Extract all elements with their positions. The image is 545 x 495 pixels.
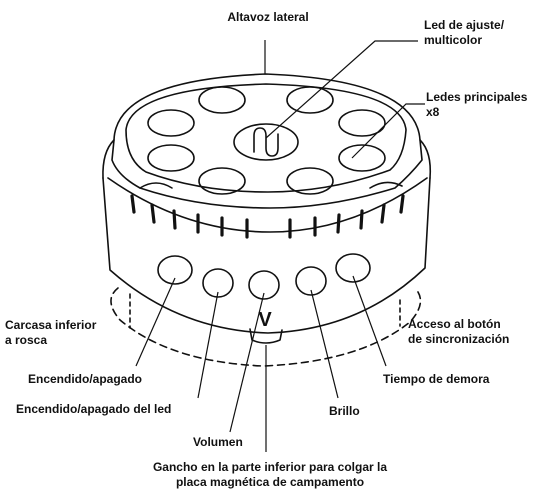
leader-main-leds <box>351 103 425 159</box>
label-sync-button-line2: de sincronización <box>408 332 510 346</box>
main-led <box>198 167 246 195</box>
label-sync-button: Acceso al botón de sincronización <box>408 317 509 347</box>
label-adjust-led-line1: Led de ajuste/ <box>424 18 505 32</box>
label-threaded-case-line1: Carcasa inferior <box>5 318 97 332</box>
label-hook-line2: placa magnética de campamento <box>175 475 365 489</box>
main-led <box>338 144 386 172</box>
top-crown-inner <box>125 83 407 193</box>
leader-power <box>135 277 176 367</box>
label-adjust-led: Led de ajuste/ multicolor <box>424 18 504 48</box>
label-side-speaker: Altavoz lateral <box>227 10 309 24</box>
leader-volume <box>229 292 265 433</box>
main-led <box>198 86 246 114</box>
leader-adjust-led <box>265 40 418 139</box>
adjust-led-symbol <box>253 127 279 157</box>
main-led <box>286 167 334 195</box>
leader-led-power <box>197 291 219 399</box>
main-led <box>147 144 195 172</box>
ventilation-ribs <box>130 194 405 239</box>
label-main-leds-line1: Ledes principales <box>426 90 528 104</box>
volume-button[interactable] <box>248 270 280 300</box>
label-hook-line1: Gancho en la parte inferior para colgar … <box>152 460 388 474</box>
label-main-leds: Ledes principales x8 <box>426 90 527 120</box>
front-mark: V <box>258 309 272 331</box>
label-volume: Volumen <box>193 435 243 449</box>
power-button[interactable] <box>157 255 193 285</box>
label-main-leds-line2: x8 <box>426 105 440 119</box>
label-led-power: Encendido/apagado del led <box>16 402 172 416</box>
body-band <box>102 177 431 334</box>
leader-brightness <box>310 289 339 399</box>
shoulder-inner-line <box>107 177 428 233</box>
adjust-led <box>233 123 299 161</box>
leader-delay <box>352 275 387 367</box>
delay-button[interactable] <box>335 253 371 283</box>
main-led <box>147 109 195 137</box>
lower-case-dashed-outline <box>110 287 422 367</box>
label-threaded-case: Carcasa inferior a rosca <box>5 318 96 348</box>
top-crown-outer <box>111 73 423 209</box>
label-threaded-case-line2: a rosca <box>5 333 48 347</box>
main-leds <box>147 86 386 195</box>
leader-lines <box>135 40 425 452</box>
label-sync-button-line1: Acceso al botón <box>408 317 501 331</box>
led-power-button[interactable] <box>202 268 234 298</box>
label-brightness: Brillo <box>329 404 360 418</box>
label-delay: Tiempo de demora <box>383 372 490 386</box>
main-led <box>286 86 334 114</box>
main-led <box>338 109 386 137</box>
shoulder-ring <box>102 139 115 179</box>
label-adjust-led-line2: multicolor <box>424 33 483 47</box>
label-power: Encendido/apagado <box>28 372 143 386</box>
brightness-button[interactable] <box>295 266 327 296</box>
label-hook: Gancho en la parte inferior para colgar … <box>153 460 387 490</box>
